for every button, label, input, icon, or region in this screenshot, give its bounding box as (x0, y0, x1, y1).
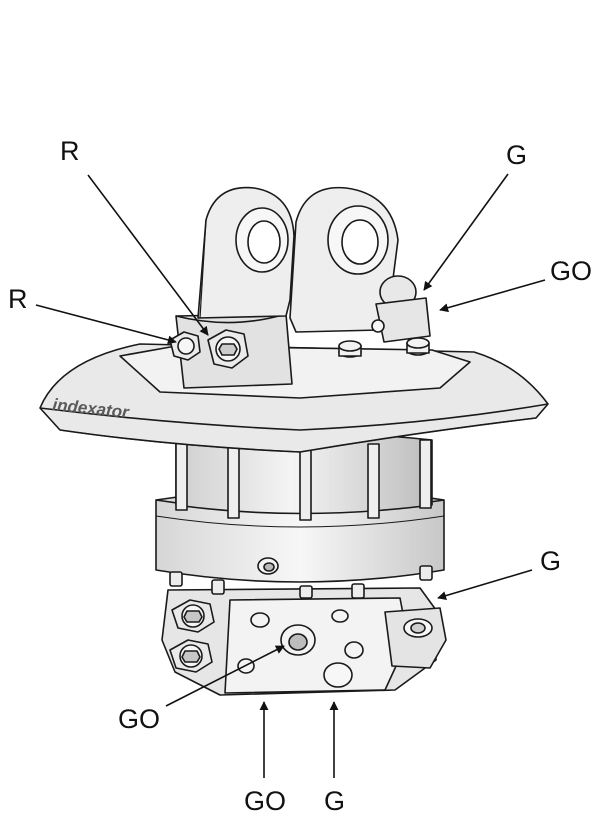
label-go-bottom: GO (244, 786, 286, 816)
arrow-g-mid (437, 569, 533, 601)
label-g-mid: G (540, 546, 561, 576)
label-g-bottom: G (324, 786, 345, 816)
arrow-r-top (87, 174, 209, 336)
arrow-go-left (165, 645, 285, 707)
callout-labels: R R G GO G GO GO G (8, 136, 592, 816)
arrow-go-top (439, 279, 546, 313)
r-port-plug-left (169, 331, 201, 361)
link-ear-left (197, 186, 295, 319)
arrow-r-left (35, 304, 177, 345)
hex-bolt-upper (171, 599, 215, 633)
callout-arrows (35, 173, 546, 778)
label-g-top: G (506, 140, 527, 170)
link-ear-right (289, 186, 431, 343)
label-go-left: GO (118, 704, 160, 734)
rotator-illustration (39, 186, 549, 696)
r-port-plug-right (207, 329, 249, 369)
hex-bolt-lower (169, 639, 213, 673)
label-r-left: R (8, 284, 28, 314)
label-r-top: R (60, 136, 80, 166)
arrow-g-top (423, 173, 509, 291)
label-go-top: GO (550, 256, 592, 286)
